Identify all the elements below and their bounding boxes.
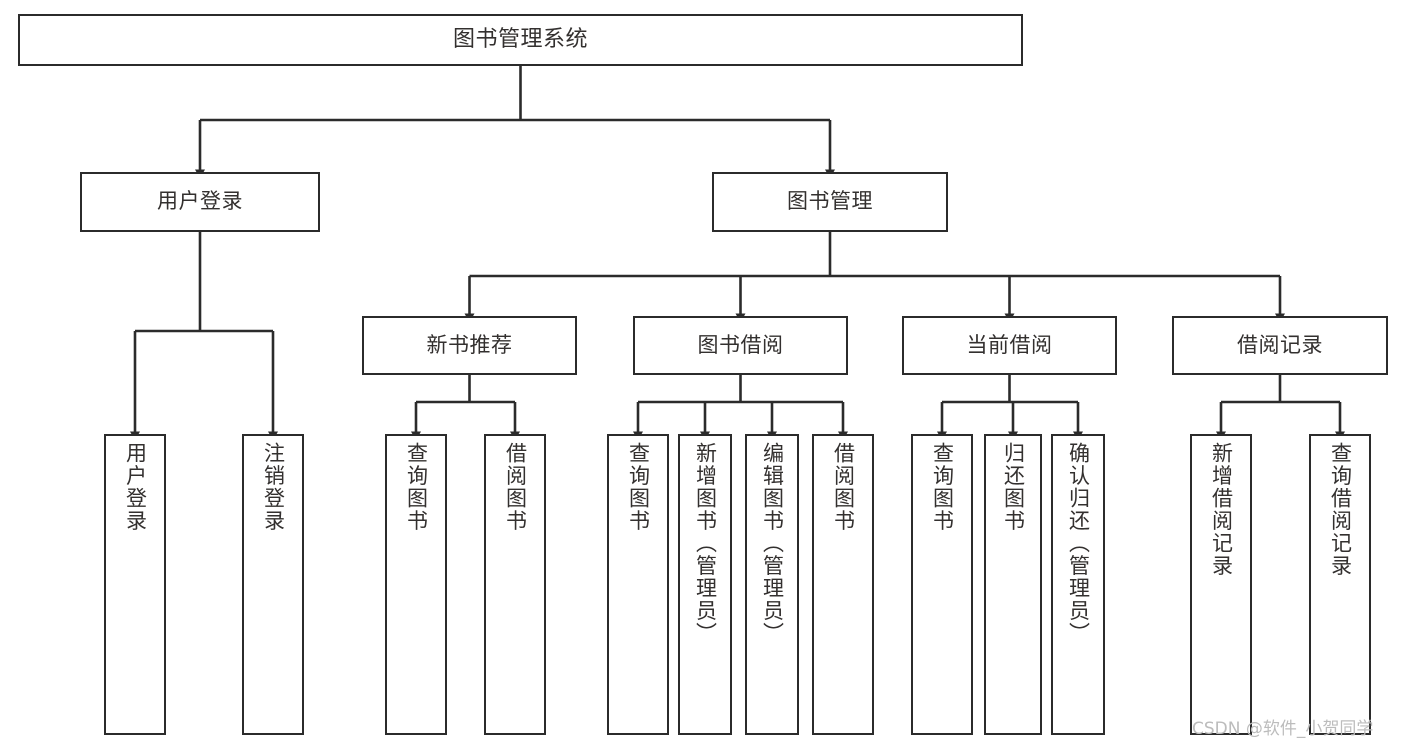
node-book-manage[interactable]: 图书管理 [712,172,948,232]
node-leaf-edit-book-admin[interactable]: 编辑图书（管理员） [745,434,799,735]
node-label: 新增借阅记录 [1209,442,1234,577]
node-label: 用户登录 [157,189,243,214]
node-new-book-recommend[interactable]: 新书推荐 [362,316,577,375]
node-label: 图书管理 [787,189,873,214]
node-label: 新书推荐 [426,332,513,357]
node-label: 用户登录 [123,442,148,532]
node-label: 注销登录 [261,442,286,532]
node-leaf-query-book-borrow[interactable]: 查询图书 [607,434,669,735]
node-label: 当前借阅 [966,332,1053,357]
node-label: 归还图书 [1001,442,1026,532]
node-label: 查询借阅记录 [1328,442,1353,577]
node-leaf-query-borrow-record[interactable]: 查询借阅记录 [1309,434,1371,735]
node-leaf-add-borrow-record[interactable]: 新增借阅记录 [1190,434,1252,735]
node-label: 借阅图书 [831,442,856,532]
node-leaf-return-book[interactable]: 归还图书 [984,434,1042,735]
node-label: 查询图书 [930,442,955,532]
node-current-borrow[interactable]: 当前借阅 [902,316,1117,375]
node-label: 确认归还（管理员） [1066,442,1091,645]
node-label: 查询图书 [626,442,651,532]
node-leaf-user-login[interactable]: 用户登录 [104,434,166,735]
node-leaf-query-book-recommend[interactable]: 查询图书 [385,434,447,735]
node-label: 图书借阅 [697,332,784,357]
node-label: 图书管理系统 [452,27,588,53]
node-label: 查询图书 [404,442,429,532]
node-leaf-borrow-book[interactable]: 借阅图书 [812,434,874,735]
node-user-login[interactable]: 用户登录 [80,172,320,232]
node-leaf-query-book-current[interactable]: 查询图书 [911,434,973,735]
node-label: 编辑图书（管理员） [760,442,785,645]
node-leaf-add-book-admin[interactable]: 新增图书（管理员） [678,434,732,735]
node-book-borrow[interactable]: 图书借阅 [633,316,848,375]
node-leaf-user-logout[interactable]: 注销登录 [242,434,304,735]
node-leaf-borrow-book-recommend[interactable]: 借阅图书 [484,434,546,735]
node-borrow-record[interactable]: 借阅记录 [1172,316,1388,375]
node-label: 新增图书（管理员） [693,442,718,645]
node-label: 借阅图书 [503,442,528,532]
node-leaf-confirm-return-admin[interactable]: 确认归还（管理员） [1051,434,1105,735]
watermark-text: CSDN @软件_小贺同学 [1192,719,1374,739]
node-label: 借阅记录 [1237,332,1323,357]
node-root-book-management-system[interactable]: 图书管理系统 [18,14,1023,66]
